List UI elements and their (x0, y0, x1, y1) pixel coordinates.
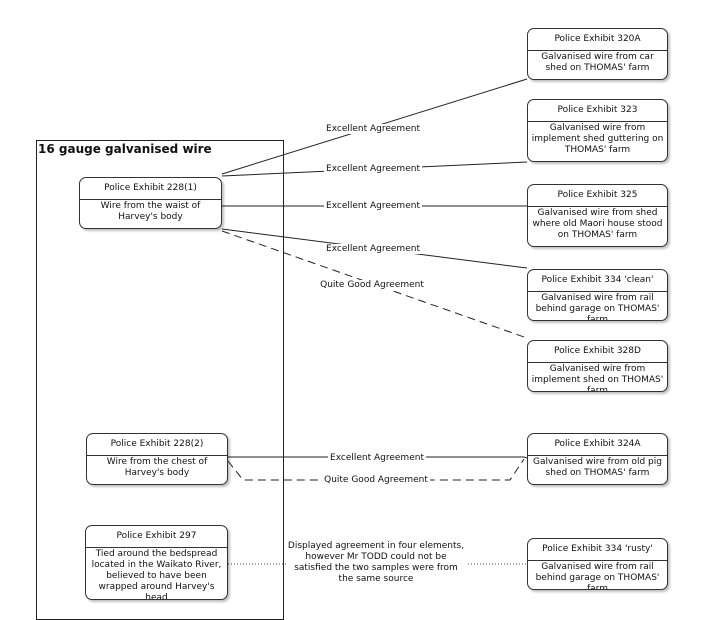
exhibit-328d-node[interactable]: Police Exhibit 328D Galvanised wire from… (527, 340, 668, 392)
edge-label: Quite Good Agreement (322, 475, 430, 485)
node-title: Police Exhibit 297 (86, 526, 227, 548)
node-description: Galvanised wire from rail behind garage … (535, 562, 660, 590)
node-description: Galvanised wire from implement shed gutt… (531, 123, 664, 155)
node-description: Galvanised wire from shed where old Maor… (532, 208, 663, 240)
group-title: 16 gauge galvanised wire (38, 142, 212, 156)
exhibit-334-clean-node[interactable]: Police Exhibit 334 'clean' Galvanised wi… (527, 269, 668, 321)
exhibit-323-node[interactable]: Police Exhibit 323 Galvanised wire from … (527, 99, 668, 162)
node-title: Police Exhibit 328D (528, 341, 667, 363)
node-description: Galvanised wire from implement shed on T… (531, 364, 664, 392)
exhibit-324a-node[interactable]: Police Exhibit 324A Galvanised wire from… (527, 433, 668, 485)
edge-label: Excellent Agreement (324, 244, 422, 254)
node-title: Police Exhibit 324A (528, 434, 667, 456)
node-title: Police Exhibit 228(2) (87, 434, 227, 456)
node-description: Galvanised wire from rail behind garage … (535, 293, 660, 321)
edge-label: Excellent Agreement (324, 201, 422, 211)
edge-label: Quite Good Agreement (318, 280, 426, 290)
exhibit-228-1-node[interactable]: Police Exhibit 228(1) Wire from the wais… (79, 177, 222, 229)
node-title: Police Exhibit 320A (528, 29, 667, 51)
exhibit-325-node[interactable]: Police Exhibit 325 Galvanised wire from … (527, 184, 668, 247)
edge-label: Excellent Agreement (328, 453, 426, 463)
node-title: Police Exhibit 334 'rusty' (528, 539, 667, 561)
exhibit-320a-node[interactable]: Police Exhibit 320A Galvanised wire from… (527, 28, 668, 80)
exhibit-228-2-node[interactable]: Police Exhibit 228(2) Wire from the ches… (86, 433, 228, 485)
exhibit-297-node[interactable]: Police Exhibit 297 Tied around the bedsp… (85, 525, 228, 600)
node-description: Wire from the waist of Harvey's body (100, 201, 201, 222)
exhibit-334-rusty-node[interactable]: Police Exhibit 334 'rusty' Galvanised wi… (527, 538, 668, 590)
node-title: Police Exhibit 228(1) (80, 178, 221, 200)
node-title: Police Exhibit 323 (528, 100, 667, 122)
node-title: Police Exhibit 334 'clean' (528, 270, 667, 292)
edge-228-2-to-324a (228, 456, 528, 459)
node-title: Police Exhibit 325 (528, 185, 667, 207)
edge-label: Excellent Agreement (324, 164, 422, 174)
node-description: Galvanised wire from old pig shed on THO… (533, 457, 662, 478)
node-description: Wire from the chest of Harvey's body (106, 457, 208, 478)
agreement-note: Displayed agreement in four elements, ho… (286, 541, 466, 585)
node-description: Tied around the bedspread located in the… (91, 549, 222, 600)
edge-label: Excellent Agreement (324, 124, 422, 134)
node-description: Galvanised wire from car shed on THOMAS'… (541, 52, 654, 73)
